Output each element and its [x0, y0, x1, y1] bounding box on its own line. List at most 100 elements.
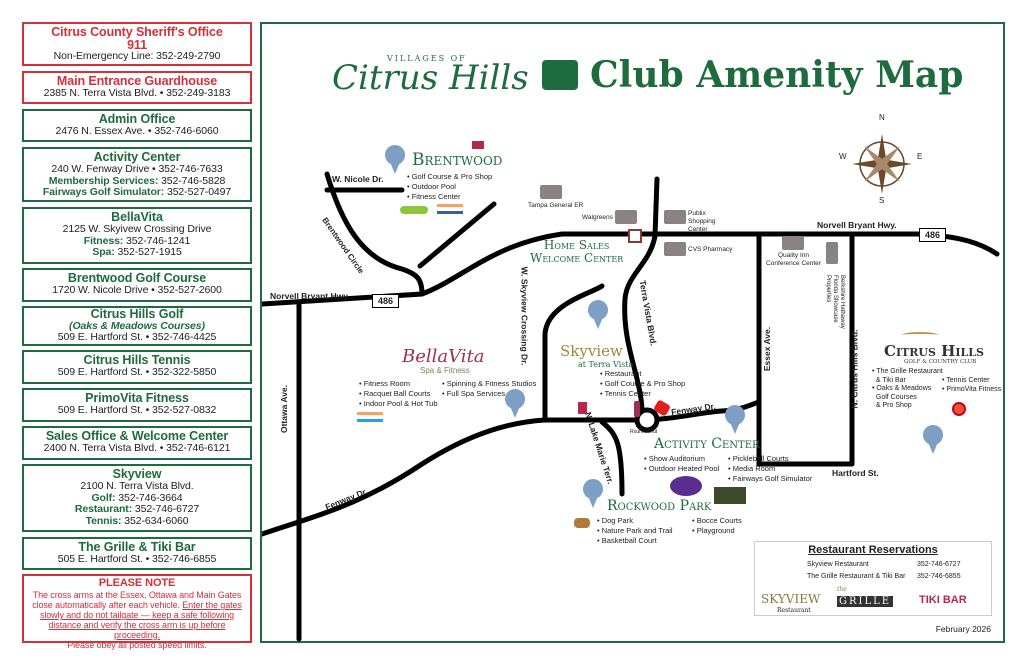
amenity: • Golf Course & Pro Shop [407, 172, 493, 181]
house-icon [628, 229, 642, 243]
location-pin-icon[interactable] [587, 299, 609, 329]
amenity: • Dog Park [597, 516, 633, 525]
chgcc-sub: GOLF & COUNTRY CLUB [904, 359, 977, 365]
amenity: • Bocce Courts [692, 516, 742, 525]
contact-title: Admin Office [98, 112, 176, 126]
tiki-bar-logo: TIKI BAR [919, 594, 967, 606]
compass-s: S [879, 196, 885, 205]
landmark-tampa-general: Tampa General ER [528, 202, 584, 209]
chgcc-amenities-1: • The Grille Restaurant & Tiki Bar • Oak… [872, 368, 943, 411]
bellavita-amenities-1: • Fitness Room • Racquet Ball Courts • I… [359, 379, 438, 409]
contact-line: 505 E. Hartford St. • 352-746-6855 [57, 553, 217, 565]
contact-title: The Grille & Tiki Bar [78, 540, 196, 554]
road-brentwood-branch [417, 201, 497, 269]
building-icon [826, 242, 838, 264]
landmark-walgreens: Walgreens [582, 214, 613, 221]
amenity: • Full Spa Services [442, 389, 506, 398]
location-pin-icon[interactable] [582, 478, 604, 508]
route-486-shield: 486 [372, 294, 400, 308]
chgcc-amenities-2: • Tennis Center • PrimoVita Fitness [942, 377, 1001, 394]
map-date: February 2026 [935, 624, 991, 634]
amenity: • Oaks & Meadows [872, 385, 932, 392]
amenity: • Basketball Court [597, 536, 657, 545]
contact-title: Brentwood Golf Course [67, 271, 207, 285]
swimmer-icon [357, 412, 383, 422]
contact-admin: Admin Office 2476 N. Essex Ave. • 352-74… [22, 109, 252, 142]
amenity: • Media Room [728, 464, 776, 473]
compass-w: W [839, 152, 847, 161]
restaurant-phone: 352-746-6855 [917, 573, 961, 580]
amenity: • Spinning & Fitness Studios [442, 379, 537, 388]
contact-line: 2125 W. Skyivew Crossing Drive [62, 223, 212, 235]
emergency-number: 911 [127, 38, 147, 52]
amenity: • Fitness Room [359, 379, 410, 388]
please-note: PLEASE NOTE The cross arms at the Essex,… [22, 574, 252, 650]
contact-line: 1720 W. Nicole Drive • 352-527-2600 [52, 284, 222, 296]
activity-amenities-1: • Show Auditorium • Outdoor Heated Pool [644, 454, 719, 474]
label-essex: Essex Ave. [762, 326, 773, 372]
label: Fitness: [83, 234, 124, 247]
location-pin-icon[interactable] [384, 144, 406, 174]
skyview-restaurant-logo: SKYVIEW [761, 592, 821, 606]
skyview-amenities: • Restaurant • Golf Course & Pro Shop • … [600, 369, 685, 399]
label-norvell-east: Norvell Bryant Hwy. [817, 220, 897, 230]
label: Restaurant: [74, 503, 133, 515]
reservations-title: Restaurant Reservations [808, 544, 938, 556]
contact-title: Sales Office & Welcome Center [45, 429, 229, 443]
chgcc-name: Citrus Hills [884, 342, 984, 360]
brentwood-name: Brentwood [412, 150, 503, 170]
contact-line: Non-Emergency Line: 352-249-2790 [53, 50, 221, 62]
amenity: • Pickleball Courts [728, 454, 789, 463]
location-pin-icon[interactable] [724, 404, 746, 434]
road-norvell-bryant [262, 231, 1000, 307]
road-skyview-crossing [542, 283, 605, 423]
amenity: • Nature Park and Trail [597, 526, 673, 535]
citrus-hills-logo: VILLAGES OF Citrus Hills [332, 54, 542, 104]
phone: 352-746-6727 [132, 503, 200, 515]
contact-title: Main Entrance Guardhouse [56, 74, 218, 88]
phone: 352-746-1241 [123, 234, 191, 247]
amenity: • Outdoor Heated Pool [644, 464, 720, 473]
landmark-publix: Publix Shopping Center [688, 210, 716, 233]
note-title: PLEASE NOTE [98, 577, 176, 589]
landmark-cvs: CVS Pharmacy [688, 246, 733, 253]
home-sales-welcome-center: Home Sales Welcome Center [530, 239, 623, 265]
amenity: • Playground [692, 526, 735, 535]
contact-title: PrimoVita Fitness [85, 391, 189, 405]
location-pin-icon[interactable] [504, 388, 526, 418]
skyview-sub: at Terra Vista [578, 360, 634, 369]
amenity: • Fairways Golf Simulator [728, 474, 813, 483]
contact-line: 509 E. Hartford St. • 352-527-0832 [57, 404, 217, 416]
label-citrus-hills-blvd: N. Citrus Hills Blvd. [849, 329, 860, 409]
label: Membership Services: [48, 174, 159, 187]
map-title: Club Amenity Map [590, 54, 964, 96]
road-brentwood-circle [324, 171, 425, 297]
contact-brentwood: Brentwood Golf Course 1720 W. Nicole Dri… [22, 268, 252, 302]
contact-title: Citrus Hills Golf [90, 307, 184, 321]
tree-logo-icon [542, 60, 578, 90]
home-sales-line1: Home Sales [543, 238, 610, 252]
activity-center-name: Activity Center [654, 436, 760, 452]
contact-line: 509 E. Hartford St. • 352-322-5850 [57, 366, 217, 378]
label: Tennis: [85, 514, 122, 527]
compass-e: E [917, 152, 923, 161]
label: Spa: [92, 246, 115, 258]
grille-logo-small: the [837, 586, 847, 593]
location-pin-icon[interactable] [922, 424, 944, 454]
home-sales-line2: Welcome Center [530, 251, 624, 265]
bellavita-name: BellaVita [402, 346, 485, 367]
amenity: • Show Auditorium [644, 454, 705, 463]
contact-line: 2385 N. Terra Vista Blvd. • 352-249-3183 [43, 87, 231, 99]
pickleball-ball-icon [952, 402, 966, 416]
contact-title: Citrus County Sheriff's Office [51, 25, 223, 39]
label-nicole: W. Nicole Dr. [332, 174, 384, 184]
contact-line: 2400 N. Terra Vista Blvd. • 352-746-6121 [43, 442, 231, 454]
grille-logo: GRILLE [837, 596, 894, 607]
amenity-map: N S E W VILLAGES OF Citrus Hills Club Am… [260, 22, 1005, 643]
skyview-name: Skyview [560, 342, 623, 360]
contact-sheriff: Citrus County Sheriff's Office 911 Non-E… [22, 22, 252, 66]
shopping-bag-icon [578, 402, 587, 414]
contact-line: 2476 N. Essex Ave. • 352-746-6060 [55, 125, 219, 137]
building-icon [664, 210, 686, 224]
